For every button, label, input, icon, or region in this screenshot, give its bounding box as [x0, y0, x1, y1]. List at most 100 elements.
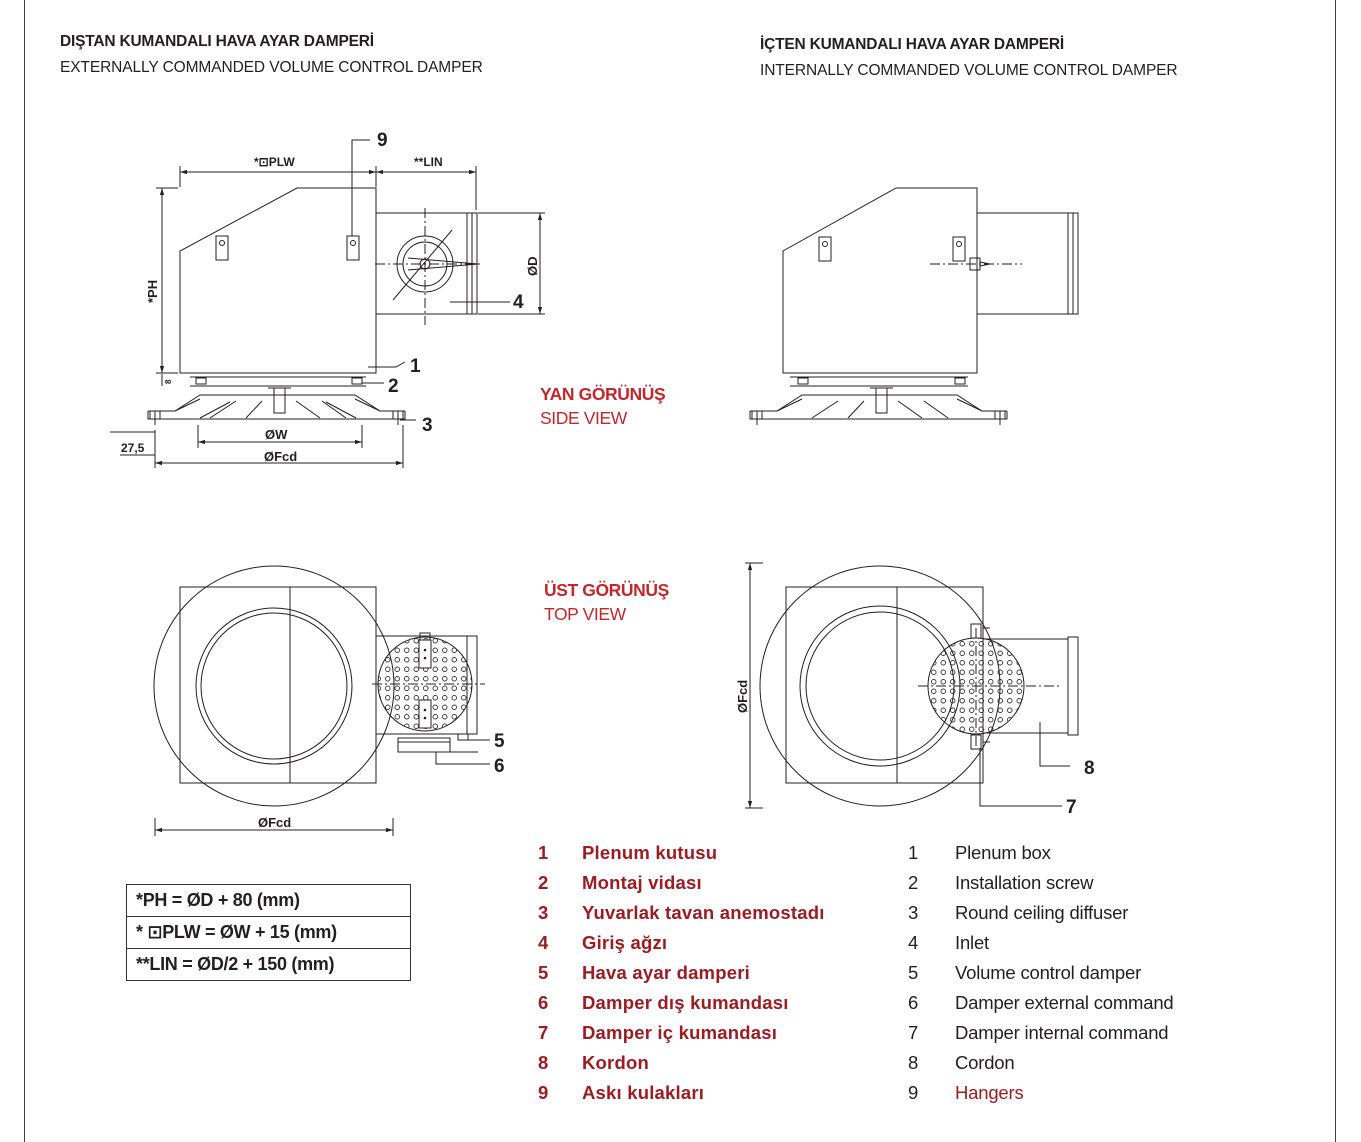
dim-lin: **LIN [414, 155, 443, 169]
formula-lin: **LIN = ØD/2 + 150 (mm) [126, 948, 411, 981]
legend-en-row: 3 Round ceiling diffuser [908, 898, 1174, 928]
legend-en-label: Volume control damper [955, 962, 1142, 983]
left-top-view [153, 565, 490, 836]
callout-7: 7 [1066, 797, 1077, 818]
legend-en-label: Installation screw [955, 872, 1094, 893]
legend-tr-num: 9 [538, 1082, 549, 1103]
dim-small: 8 [164, 379, 173, 384]
left-header-en: EXTERNALLY COMMANDED VOLUME CONTROL DAMP… [60, 59, 483, 76]
internal-command-top [970, 623, 982, 639]
legend-en-num: 4 [908, 932, 919, 953]
legend-tr-row: 9 Askı kulakları [538, 1078, 825, 1108]
formula-plw: * ⊡PLW = ØW + 15 (mm) [126, 916, 411, 949]
legend-tr-row: 7 Damper iç kumandası [538, 1018, 825, 1048]
legend-en-row: 9 Hangers [908, 1078, 1174, 1108]
left-side-view [110, 139, 545, 468]
callout-1: 1 [410, 356, 421, 377]
right-header: İÇTEN KUMANDALI HAVA AYAR DAMPERİ INTERN… [760, 36, 1178, 80]
legend-en-label: Cordon [955, 1052, 1015, 1073]
legend-en-num: 9 [908, 1082, 919, 1103]
legend-tr-label: Giriş ağzı [582, 932, 668, 953]
dim-ofcd-vertical: ØFcd [735, 680, 750, 713]
dim-ofcd-top: ØFcd [258, 815, 291, 830]
dimension-labels: *⊡PLW **LIN *PH ØD 8 ØW ØFcd 27,5 ØFcd Ø… [121, 155, 750, 830]
legend-en-label: Hangers [955, 1082, 1024, 1103]
legend-en-num: 1 [908, 842, 919, 863]
hanger-left-1 [215, 235, 229, 261]
legend-tr-num: 2 [538, 872, 549, 893]
legend-tr-row: 5 Hava ayar damperi [538, 958, 825, 988]
legend-tr-num: 7 [538, 1022, 549, 1043]
callout-6: 6 [494, 756, 505, 777]
legend-en-row: 7 Damper internal command [908, 1018, 1174, 1048]
top-view-label: ÜST GÖRÜNÜŞ TOP VIEW [544, 578, 669, 626]
side-view-tr: YAN GÖRÜNÜŞ [540, 384, 666, 404]
side-view-en: SIDE VIEW [540, 408, 627, 428]
legend-en-row: 1 Plenum box [908, 838, 1174, 868]
left-header: DIŞTAN KUMANDALI HAVA AYAR DAMPERİ EXTER… [60, 33, 483, 77]
diffuser-outline-left [153, 565, 395, 807]
legend-tr-row: 4 Giriş ağzı [538, 928, 825, 958]
dim-ph: *PH [145, 280, 160, 303]
callout-2: 2 [388, 376, 399, 397]
top-view-tr: ÜST GÖRÜNÜŞ [544, 580, 669, 600]
formula-row: * ⊡PLW = ØW + 15 (mm) [126, 916, 411, 949]
right-header-tr: İÇTEN KUMANDALI HAVA AYAR DAMPERİ [760, 36, 1064, 53]
internal-command-side [969, 257, 981, 271]
legend-en-num: 7 [908, 1022, 919, 1043]
legend-tr-label: Kordon [582, 1052, 649, 1073]
top-view-en: TOP VIEW [544, 604, 626, 624]
external-command-left [397, 737, 451, 753]
legend-tr-num: 4 [538, 932, 549, 953]
callout-numbers: 1 2 3 4 5 6 7 8 9 [377, 130, 1095, 818]
formula-row: *PH = ØD + 80 (mm) [126, 884, 411, 917]
diffuser-screw-left [273, 387, 286, 414]
legend-tr-label: Yuvarlak tavan anemostadı [582, 902, 825, 923]
legend-en-num: 3 [908, 902, 919, 923]
dim-offset: 27,5 [121, 441, 145, 455]
legend-tr-num: 6 [538, 992, 549, 1013]
legend-tr-label: Askı kulakları [582, 1082, 705, 1103]
legend-tr-num: 3 [538, 902, 549, 923]
dim-od: ØD [525, 257, 540, 277]
callout-3: 3 [422, 415, 433, 436]
legend-en-label: Damper internal command [955, 1022, 1169, 1043]
legend-tr-label: Montaj vidası [582, 872, 702, 893]
legend-en-row: 8 Cordon [908, 1048, 1174, 1078]
callout-8: 8 [1084, 758, 1095, 779]
legend-en-num: 8 [908, 1052, 919, 1073]
formula-ph: *PH = ØD + 80 (mm) [126, 884, 411, 917]
right-header-en: INTERNALLY COMMANDED VOLUME CONTROL DAMP… [760, 62, 1178, 79]
legend-en-label: Damper external command [955, 992, 1174, 1013]
plenum-box-right [782, 187, 978, 374]
legend-en-label: Plenum box [955, 842, 1051, 863]
legend-tr-row: 3 Yuvarlak tavan anemostadı [538, 898, 825, 928]
legend-tr-label: Hava ayar damperi [582, 962, 750, 983]
right-top-view [745, 562, 1079, 809]
legend-en-label: Round ceiling diffuser [955, 902, 1129, 923]
callout-9: 9 [377, 130, 388, 151]
formula-table: *PH = ØD + 80 (mm) * ⊡PLW = ØW + 15 (mm)… [126, 884, 411, 981]
dim-ofcd-side: ØFcd [264, 449, 297, 464]
callout-4: 4 [513, 292, 524, 313]
legend-en-label: Inlet [955, 932, 989, 953]
side-view-label: YAN GÖRÜNÜŞ SIDE VIEW [540, 382, 666, 430]
dim-ow: ØW [265, 427, 288, 442]
dim-plw: *⊡PLW [254, 155, 295, 169]
legend-tr-label: Damper iç kumandası [582, 1022, 778, 1043]
legend-tr-row: 2 Montaj vidası [538, 868, 825, 898]
right-side-view [749, 187, 1079, 425]
legend-tr-num: 5 [538, 962, 549, 983]
callout-5: 5 [494, 731, 505, 752]
page-frame [24, 0, 1336, 1142]
legend-en-row: 4 Inlet [908, 928, 1174, 958]
